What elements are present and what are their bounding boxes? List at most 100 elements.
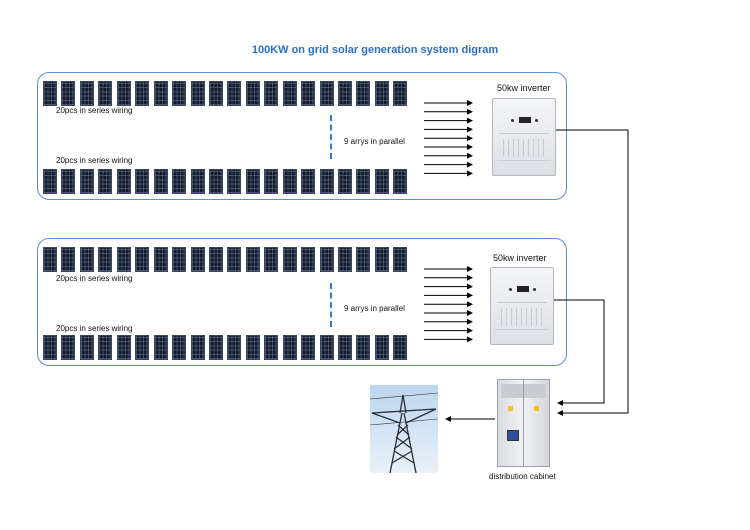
solar-panel (116, 247, 131, 272)
solar-panel (208, 169, 223, 194)
series-wiring-label-bottom: 20pcs in series wiring (56, 324, 133, 333)
parallel-dashed-line (330, 115, 332, 159)
solar-panel (98, 81, 113, 106)
dc-input-arrows (424, 266, 473, 343)
solar-panel (61, 247, 76, 272)
solar-panel (61, 335, 76, 360)
transmission-tower-image (370, 385, 438, 473)
cabinet-label: distribution cabinet (489, 472, 556, 481)
solar-panel (208, 247, 223, 272)
solar-panel (264, 335, 279, 360)
solar-panel (374, 169, 389, 194)
solar-panel (116, 169, 131, 194)
solar-panel (227, 169, 242, 194)
solar-panel (43, 169, 57, 194)
inverter-1 (492, 98, 556, 176)
inverter-label: 50kw inverter (497, 83, 551, 93)
solar-panel (98, 169, 113, 194)
solar-panel (374, 247, 389, 272)
solar-panel (301, 81, 316, 106)
solar-panel (393, 169, 408, 194)
solar-panel (319, 335, 334, 360)
dc-input-arrows (424, 100, 473, 177)
solar-panel (153, 169, 168, 194)
distribution-cabinet (497, 379, 550, 467)
solar-panel (282, 335, 297, 360)
solar-panel (356, 81, 371, 106)
solar-panel (208, 335, 223, 360)
solar-panel (172, 169, 187, 194)
solar-panel (301, 247, 316, 272)
solar-panel (172, 247, 187, 272)
parallel-label: 9 arrys in parallel (344, 304, 405, 313)
solar-panel (227, 81, 242, 106)
solar-panel (393, 335, 408, 360)
parallel-label: 9 arrys in parallel (344, 137, 405, 146)
inverter-label: 50kw inverter (493, 253, 547, 263)
panel-row-bottom (43, 169, 412, 194)
solar-panel (135, 247, 150, 272)
solar-panel (264, 81, 279, 106)
solar-panel (319, 247, 334, 272)
solar-panel (338, 169, 352, 194)
panel-row-top (43, 247, 412, 272)
solar-panel (245, 247, 260, 272)
solar-panel (153, 81, 168, 106)
solar-panel (356, 335, 371, 360)
solar-panel (338, 81, 352, 106)
solar-panel (356, 247, 371, 272)
solar-panel (116, 81, 131, 106)
solar-panel (116, 335, 131, 360)
solar-panel (98, 247, 113, 272)
panel-row-bottom (43, 335, 412, 360)
solar-panel (135, 335, 150, 360)
solar-panel (319, 81, 334, 106)
series-wiring-label-top: 20pcs in series wiring (56, 106, 133, 115)
solar-panel (61, 81, 76, 106)
solar-panel (172, 81, 187, 106)
solar-panel (172, 335, 187, 360)
solar-panel (190, 169, 205, 194)
solar-panel (190, 81, 205, 106)
solar-panel (227, 335, 242, 360)
solar-panel (338, 247, 352, 272)
solar-panel (301, 335, 316, 360)
solar-panel (135, 81, 150, 106)
solar-panel (135, 169, 150, 194)
solar-panel (282, 169, 297, 194)
diagram-title: 100KW on grid solar generation system di… (251, 44, 499, 56)
solar-panel (356, 169, 371, 194)
solar-panel (43, 335, 57, 360)
solar-panel (43, 81, 57, 106)
solar-panel (79, 81, 94, 106)
solar-panel (153, 247, 168, 272)
solar-panel (208, 81, 223, 106)
series-wiring-label-bottom: 20pcs in series wiring (56, 156, 133, 165)
solar-panel (282, 247, 297, 272)
solar-panel (374, 81, 389, 106)
solar-panel (153, 335, 168, 360)
solar-panel (190, 247, 205, 272)
solar-panel (227, 247, 242, 272)
parallel-dashed-line (330, 283, 332, 327)
solar-panel (282, 81, 297, 106)
solar-panel (393, 247, 408, 272)
solar-panel (79, 169, 94, 194)
solar-panel (245, 335, 260, 360)
inverter-2 (490, 267, 554, 345)
solar-panel (393, 81, 408, 106)
solar-panel (374, 335, 389, 360)
solar-panel (79, 335, 94, 360)
solar-panel (245, 169, 260, 194)
series-wiring-label-top: 20pcs in series wiring (56, 274, 133, 283)
solar-panel (61, 169, 76, 194)
solar-panel (264, 247, 279, 272)
solar-panel (98, 335, 113, 360)
solar-panel (43, 247, 57, 272)
solar-panel (338, 335, 352, 360)
solar-panel (245, 81, 260, 106)
solar-panel (190, 335, 205, 360)
solar-array-group-1: 20pcs in series wiring 20pcs in series w… (37, 72, 567, 200)
solar-panel (264, 169, 279, 194)
